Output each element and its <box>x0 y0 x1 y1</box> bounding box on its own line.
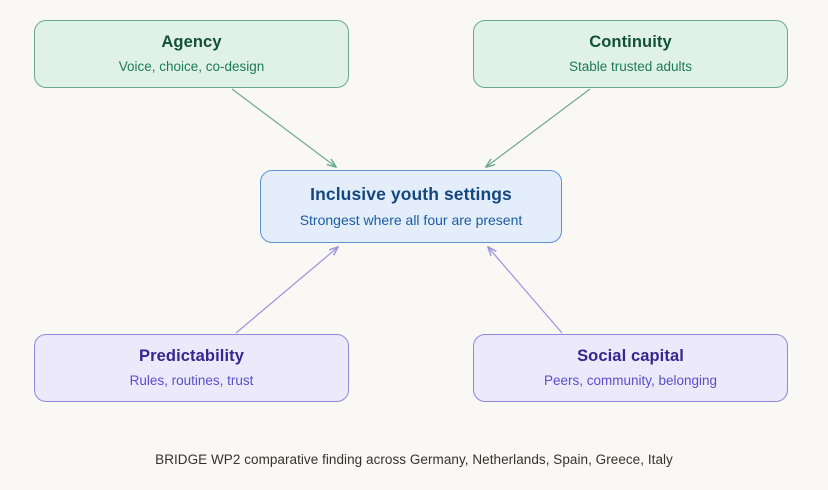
node-social-capital-title: Social capital <box>577 346 684 365</box>
node-center-subtitle: Strongest where all four are present <box>299 212 523 229</box>
node-continuity[interactable]: Continuity Stable trusted adults <box>473 20 788 88</box>
node-continuity-subtitle: Stable trusted adults <box>568 59 693 75</box>
node-social-capital-subtitle: Peers, community, belonging <box>543 373 718 389</box>
node-agency[interactable]: Agency Voice, choice, co-design <box>34 20 349 88</box>
edge-continuity-to-center <box>486 88 591 167</box>
edge-agency-to-center <box>231 88 336 167</box>
node-predictability-title: Predictability <box>138 346 245 365</box>
node-center-title: Inclusive youth settings <box>310 184 512 205</box>
node-inclusive-youth-settings[interactable]: Inclusive youth settings Strongest where… <box>260 170 562 243</box>
node-social-capital[interactable]: Social capital Peers, community, belongi… <box>473 334 788 402</box>
edge-predictability-to-center <box>235 247 338 334</box>
edge-social-capital-to-center <box>488 247 563 334</box>
diagram-caption: BRIDGE WP2 comparative finding across Ge… <box>155 452 673 467</box>
node-agency-title: Agency <box>161 32 222 51</box>
node-predictability[interactable]: Predictability Rules, routines, trust <box>34 334 349 402</box>
node-predictability-subtitle: Rules, routines, trust <box>129 373 254 389</box>
node-continuity-title: Continuity <box>589 32 672 51</box>
node-agency-subtitle: Voice, choice, co-design <box>118 59 265 75</box>
